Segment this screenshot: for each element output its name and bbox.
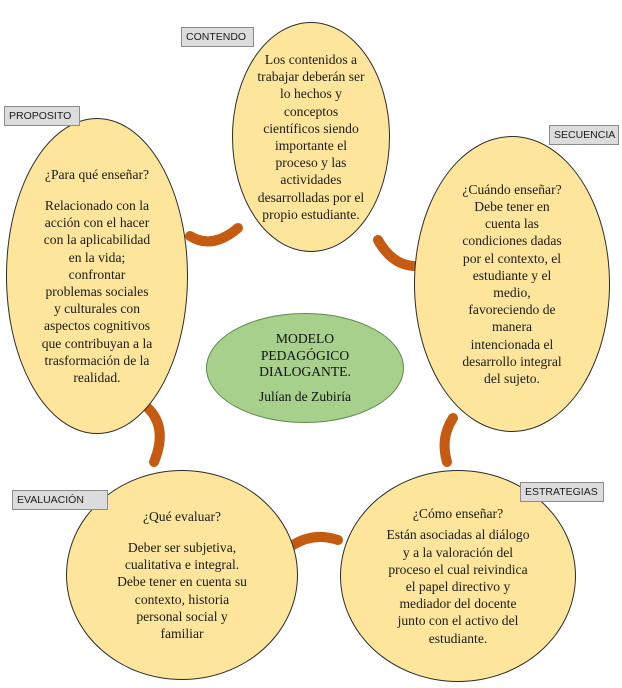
node-center: MODELO PEDAGÓGICO DIALOGANTE. Julían de … xyxy=(206,313,404,423)
node-secuencia: ¿Cuándo enseñar? Debe tener en cuenta la… xyxy=(414,136,610,432)
node-secuencia-text: Debe tener en cuenta las condiciones dad… xyxy=(462,198,562,387)
tag-estrategias: ESTRATEGIAS xyxy=(520,482,604,502)
tag-evaluacion: EVALUACIÓN xyxy=(12,490,108,510)
node-contenido: Los contenidos a trabajar deberán ser lo… xyxy=(232,22,390,252)
node-estrategias: ¿Cómo enseñar? Están asociadas al diálog… xyxy=(340,470,576,682)
node-proposito-question: ¿Para qué enseñar? xyxy=(44,166,150,182)
center-title: MODELO PEDAGÓGICO DIALOGANTE. xyxy=(259,331,351,379)
tag-proposito: PROPOSITO xyxy=(4,106,80,126)
node-evaluacion-question: ¿Qué evaluar? xyxy=(142,508,222,524)
node-estrategias-question: ¿Cómo enseñar? xyxy=(412,506,504,522)
center-author: Julían de Zubiría xyxy=(258,388,352,404)
connector-evaluacion-proposito xyxy=(143,403,165,467)
node-secuencia-question: ¿Cuándo enseñar? xyxy=(462,181,562,197)
node-proposito-text: Relacionado con la acción con el hacer c… xyxy=(41,197,153,386)
node-evaluacion-text: Deber ser subjetiva, cualitativa e integ… xyxy=(117,539,247,641)
tag-contenido: CONTENDO xyxy=(181,27,254,47)
connector-contenido-secuencia xyxy=(373,235,419,271)
tag-secuencia: SECUENCIA xyxy=(549,125,619,145)
connector-secuencia-estrategias xyxy=(439,413,458,467)
node-proposito: ¿Para qué enseñar? Relacionado con la ac… xyxy=(6,118,188,434)
node-contenido-text: Los contenidos a trabajar deberán ser lo… xyxy=(257,51,365,222)
node-estrategias-text: Están asociadas al diálogo y a la valora… xyxy=(386,527,530,646)
connector-estrategias-evaluacion xyxy=(288,531,343,550)
connector-proposito-contenido xyxy=(185,223,243,247)
